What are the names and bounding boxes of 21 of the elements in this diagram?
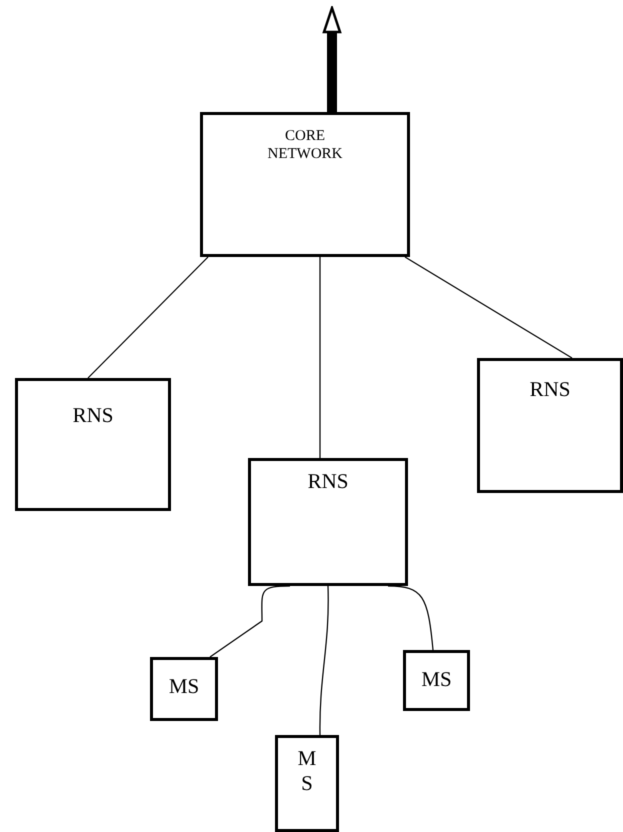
network-box — [477, 358, 623, 493]
network-box — [150, 657, 218, 721]
network-box — [248, 458, 408, 586]
network-box — [15, 378, 171, 511]
node-label: RNS — [530, 377, 570, 402]
connector-line — [319, 586, 329, 735]
network-box — [403, 650, 470, 711]
network-box — [200, 112, 410, 257]
connector-line — [319, 257, 321, 458]
node-label: M S — [296, 746, 318, 796]
connector-line — [404, 256, 572, 359]
node-label: RNS — [308, 469, 348, 494]
node-label: CORE NETWORK — [266, 127, 344, 163]
network-box — [275, 735, 339, 832]
node-label: MS — [421, 667, 452, 692]
connector-line — [210, 585, 290, 658]
connector-line — [388, 585, 434, 650]
node-label: RNS — [72, 403, 114, 428]
connector-line — [88, 256, 208, 378]
node-label: MS — [168, 674, 200, 700]
arrow — [322, 6, 342, 112]
